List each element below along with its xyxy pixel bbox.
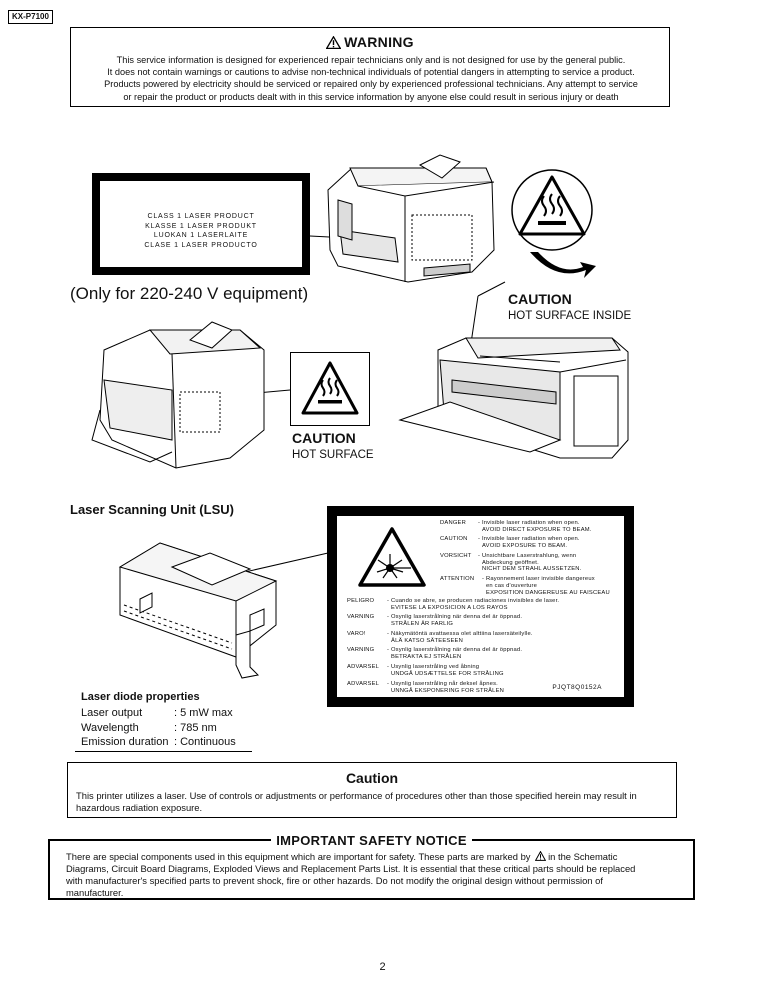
warning-triangle-icon	[534, 850, 547, 861]
label-text: - Osynlig laserstrålning när denna del ä…	[387, 614, 523, 621]
caution-hot-subtitle: HOT SURFACE	[292, 449, 374, 461]
class-label-line: CLASS 1 LASER PRODUCT	[147, 213, 255, 220]
warning-line: or repair the product or products dealt …	[123, 91, 619, 102]
laser-label-right-block: DANGER - Invisible laser radiation when o…	[440, 520, 620, 596]
safety-line-4: manufacturer.	[66, 887, 124, 898]
safety-line-2: Diagrams, Circuit Board Diagrams, Explod…	[66, 863, 636, 874]
laser-caution-text: This printer utilizes a laser. Use of co…	[76, 790, 637, 813]
label-text: AVOID EXPOSURE TO BEAM.	[482, 543, 568, 550]
divider	[75, 751, 252, 752]
label-text: - Rayonnement laser invisible dangereux	[482, 575, 595, 582]
diode-key-emission: Emission duration	[81, 736, 169, 748]
hot-surface-inside-symbol	[511, 169, 596, 278]
safety-notice-title: IMPORTANT SAFETY NOTICE	[50, 832, 693, 850]
label-text: AVOID DIRECT EXPOSURE TO BEAM.	[482, 526, 592, 533]
laser-caution-box: Caution This printer utilizes a laser. U…	[67, 762, 677, 818]
label-key: VORSICHT	[440, 552, 472, 559]
label-text: UNNGÅ EKSPONERING FOR STRÅLEN	[391, 687, 505, 694]
diode-val-wavelength: : 785 nm	[174, 721, 217, 734]
class-label-line: CLASE 1 LASER PRODUCTO	[144, 241, 258, 249]
caution-hot-inside-title: CAUTION	[508, 291, 572, 307]
caution-hot-inside: CAUTION HOT SURFACE INSIDE	[508, 291, 631, 322]
label-text: - Näkymätöntä avattaessa olet alttiina l…	[387, 630, 533, 637]
diode-val-emission: : Continuous	[174, 736, 236, 748]
label-text: - Unsichtbare Laserstrahlung, wenn	[478, 552, 577, 559]
label-text: NICHT DEM STRAHL AUSSETZEN.	[482, 566, 582, 573]
label-text: Abdeckung geöffnet.	[482, 559, 539, 566]
label-key: VARNING	[347, 647, 375, 654]
safety-notice-box: IMPORTANT SAFETY NOTICE There are specia…	[48, 833, 695, 900]
label-text: BETRAKTA EJ STRÅLEN	[391, 654, 462, 661]
laser-class-label: CLASS 1 LASER PRODUCT KLASSE 1 LASER PRO…	[92, 173, 310, 275]
diode-properties-table: Laser output : 5 mW max Wavelength : 785…	[81, 706, 261, 750]
label-key: ATTENTION	[440, 575, 475, 582]
caution-hot: CAUTION HOT SURFACE	[292, 430, 374, 461]
warning-line: It does not contain warnings or cautions…	[107, 67, 635, 78]
laser-warning-label: DANGER - Invisible laser radiation when o…	[327, 506, 634, 707]
label-text: - Cuando se abre, se producen radiacione…	[387, 598, 560, 604]
warning-title: WARNING	[71, 34, 669, 50]
printer-front-open-view	[398, 337, 629, 459]
warning-box: WARNING This service information is desi…	[70, 27, 670, 107]
caution-hot-title: CAUTION	[292, 430, 356, 446]
class-label-line: KLASSE 1 LASER PRODUKT	[145, 222, 257, 230]
warning-line: Products powered by electricity should b…	[104, 79, 638, 90]
label-key: VARNING	[347, 614, 375, 621]
warning-triangle-icon	[325, 35, 342, 50]
label-text: - Usynlig laserstråling ved åbning	[387, 663, 480, 670]
printer-rear-view	[327, 154, 495, 283]
model-tag: KX-P7100	[8, 10, 53, 24]
label-key: PELIGRO	[347, 598, 375, 604]
laser-caution-title: Caution	[345, 770, 399, 786]
lsu-title: Laser Scanning Unit (LSU)	[70, 502, 234, 517]
safety-notice-text: There are special components used in thi…	[66, 850, 677, 899]
hot-surface-icon	[301, 361, 359, 415]
class-label-line: LUOKAN 1 LASERLAITE	[153, 232, 249, 239]
printer-illustrations	[91, 154, 629, 469]
lsu-illustration	[118, 542, 329, 679]
voltage-note: (Only for 220-240 V equipment)	[70, 284, 309, 303]
warning-title-text: WARNING	[344, 34, 414, 50]
caution-hot-inside-subtitle: HOT SURFACE INSIDE	[508, 310, 632, 322]
label-text: EVITESE LA EXPOSICION A LOS RAYOS	[391, 604, 508, 611]
warning-body: This service information is designed for…	[78, 54, 664, 103]
diode-properties-title: Laser diode properties	[81, 691, 200, 703]
hot-surface-symbol-box	[290, 352, 370, 426]
safety-line-3: with manufacturer's specified parts to p…	[66, 875, 603, 886]
label-text: - Invisible laser radiation when open.	[478, 520, 580, 526]
label-text: ÄLÄ KATSO SÄTEESEEN	[391, 637, 463, 644]
diode-key-output: Laser output	[81, 707, 143, 719]
diode-val-output: : 5 mW max	[174, 707, 233, 719]
label-key: ADVARSEL	[347, 680, 380, 687]
label-text: UNDGÅ UDSÆTTELSE FOR STRÅLING	[391, 670, 504, 677]
diode-key-wavelength: Wavelength	[81, 721, 139, 734]
safety-notice-title-text: IMPORTANT SAFETY NOTICE	[271, 833, 472, 848]
label-text: STRÅLEN ÄR FARLIG	[391, 621, 454, 628]
safety-line-1b: in the Schematic	[548, 851, 618, 862]
label-key: ADVARSEL	[347, 663, 380, 670]
printer-side-view	[91, 321, 265, 469]
page-number: 2	[379, 961, 386, 973]
label-text: - Invisible laser radiation when open.	[478, 536, 580, 543]
label-text: en cas d'ouverture	[486, 582, 538, 589]
label-text: - Usynlig laserstråling når deksel åpnes…	[387, 680, 498, 687]
safety-line-1a: There are special components used in thi…	[66, 851, 531, 862]
label-text: EXPOSITION DANGEREUSE AU FAISCEAU	[486, 589, 610, 596]
laser-label-full-block: PELIGRO - Cuando se abre, se producen rad…	[347, 598, 617, 694]
label-key: CAUTION	[440, 536, 468, 543]
label-text: - Osynlig laserstrålning när denna del ä…	[387, 647, 523, 654]
label-key: VARO!	[347, 630, 366, 637]
warning-line: This service information is designed for…	[116, 55, 626, 65]
laser-radiation-icon	[358, 527, 426, 587]
label-key: DANGER	[440, 520, 467, 526]
label-part-code: PJQT8Q0152A	[552, 684, 602, 691]
